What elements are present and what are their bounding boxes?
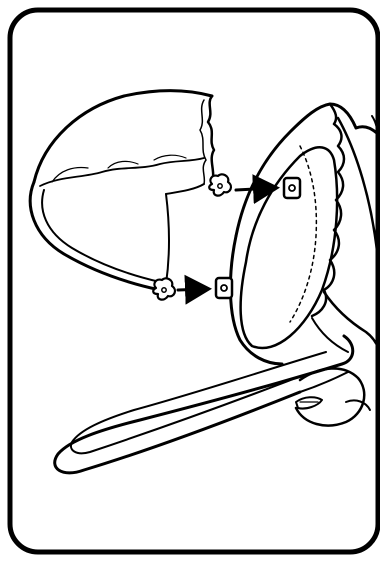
arrow-upper <box>236 188 274 190</box>
arrow-lower <box>178 289 206 290</box>
seat-socket-lower <box>216 278 232 298</box>
seat-socket-upper <box>284 178 300 198</box>
